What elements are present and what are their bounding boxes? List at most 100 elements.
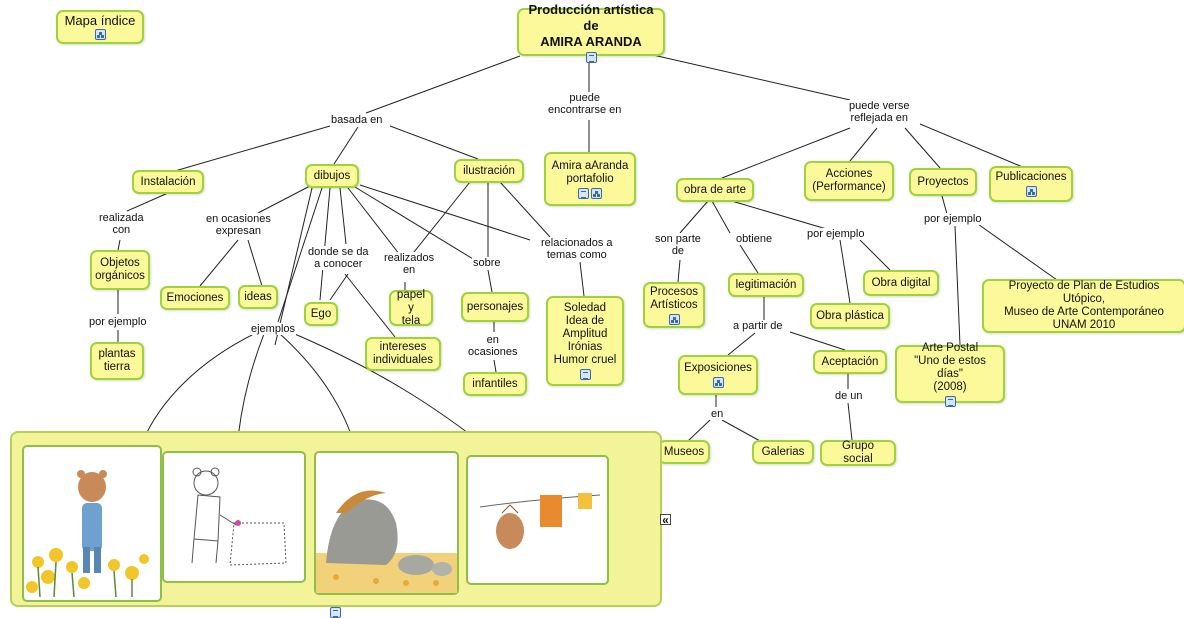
link-puede-verse-reflejada: puede verse reflejada en [848,100,911,124]
publicaciones-node[interactable]: Publicaciones [989,166,1073,202]
node-label: Grupo social [842,440,874,465]
grupo-social-node[interactable]: Grupo social [820,440,896,466]
arte-postal-node[interactable]: Arte Postal "Uno de estos días" (2008) [895,341,1005,407]
link-por-ejemplo-obra: por ejemplo [806,228,866,240]
concept-map-icon[interactable] [1025,186,1037,197]
papel-y-tela-node[interactable]: papel y tela [389,288,433,327]
acciones-node[interactable]: Acciones (Performance) [804,161,894,201]
node-label: Galerias [761,445,805,458]
node-label: Obra digital [871,276,931,289]
node-label: intereses individuales [372,341,434,366]
personajes-node[interactable]: personajes [461,292,529,322]
dibujos-node[interactable]: dibujos [305,164,359,188]
node-label: infantiles [472,377,518,390]
node-label: Acciones (Performance) [812,168,886,193]
node-label: ilustración [463,164,515,177]
node-label: Exposiciones [684,362,752,374]
ilustracion-node[interactable]: ilustración [454,159,524,183]
image-creature-rock[interactable] [314,451,459,595]
link-de-un: de un [834,390,864,402]
link-basada-en: basada en [330,114,384,126]
illustration-clothesline [479,493,601,549]
plantas-tierra-node[interactable]: plantas tierra [90,342,144,380]
document-icon[interactable] [944,395,956,407]
link-por-ejemplo-objetos: por ejemplo [88,316,148,328]
node-label: Proyectos [917,175,969,188]
obra-digital-node[interactable]: Obra digital [863,270,939,296]
ideas-node[interactable]: ideas [238,285,278,309]
image-examples-panel[interactable] [10,431,662,607]
illustration-bear-sketch [191,467,287,566]
node-label: personajes [466,300,524,313]
link-relacionados: relacionados a temas como [540,237,614,261]
aceptacion-node[interactable]: Aceptación [813,350,887,374]
node-label: Amira aAranda portafolio [551,159,629,185]
proyecto-plan-node[interactable]: Proyecto de Plan de Estudios Utópico, Mu… [982,279,1184,333]
link-por-ejemplo-proyectos: por ejemplo [923,213,983,225]
link-sobre: sobre [472,257,502,269]
emociones-node[interactable]: Emociones [160,286,230,310]
museos-node[interactable]: Museos [658,440,710,464]
node-label: Objetos orgánicos [95,257,145,282]
node-label: Publicaciones [995,171,1067,183]
illustration-rock-creature [316,490,457,593]
objetos-organicos-node[interactable]: Objetos orgánicos [90,250,150,290]
node-label: Aceptación [821,355,879,368]
root-node[interactable]: Producción artística de AMIRA ARANDA [517,2,665,63]
document-icon[interactable] [585,51,597,63]
legitimacion-node[interactable]: legitimación [728,273,804,297]
concept-map-icon[interactable] [668,313,680,325]
node-label: Obra plástica [816,309,884,322]
node-label: papel y tela [396,288,426,327]
node-label: obra de arte [683,183,746,196]
map-index-node[interactable]: Mapa índice [56,10,144,44]
document-icon[interactable] [330,607,341,618]
image-clothesline[interactable] [466,455,609,585]
link-son-parte-de: son parte de [654,233,702,257]
proyectos-node[interactable]: Proyectos [909,168,977,196]
portafolio-node[interactable]: Amira aAranda portafolio [544,152,636,206]
node-label: Proyecto de Plan de Estudios Utópico, Mu… [1004,280,1164,331]
node-label: Arte Postal "Uno de estos días" (2008) [914,341,986,393]
link-realizada-con: realizada con [98,212,145,236]
node-label: plantas tierra [98,348,136,373]
galerias-node[interactable]: Galerias [752,440,814,464]
node-label: legitimación [735,278,797,291]
link-puede-encontrarse: puede encontrarse en [547,92,623,116]
node-label: Mapa índice [64,13,136,28]
link-en-ocasiones-expresan: en ocasiones expresan [205,213,272,237]
node-label: Procesos Artísticos [650,285,698,311]
link-a-partir-de: a partir de [732,320,784,332]
document-icon[interactable] [579,369,591,380]
image-bear-sketch[interactable] [162,451,306,583]
node-label: Soledad Idea de Amplitud Irónias Humor c… [553,302,617,366]
concept-map-icon[interactable] [591,187,602,199]
obra-de-arte-node[interactable]: obra de arte [676,178,754,202]
link-en-ocasiones: en ocasiones [467,334,519,358]
node-label: Ego [310,307,332,320]
image-bear-flowers[interactable] [22,445,162,602]
node-label: Emociones [166,291,224,304]
node-label: dibujos [313,169,351,182]
infantiles-node[interactable]: infantiles [463,372,527,396]
node-label: Museos [663,445,705,458]
concept-map-icon[interactable] [712,377,724,388]
node-label: ideas [244,290,272,303]
intereses-individuales-node[interactable]: intereses individuales [365,337,441,371]
link-donde-se-da: donde se da a conocer [307,246,370,270]
link-en: en [710,408,725,420]
link-realizados-en: realizados en [383,252,436,276]
procesos-artisticos-node[interactable]: Procesos Artísticos [643,282,705,328]
obra-plastica-node[interactable]: Obra plástica [810,303,890,329]
ego-node[interactable]: Ego [304,302,338,326]
link-ejemplos: ejemplos [250,323,297,335]
instalacion-node[interactable]: Instalación [132,170,204,194]
collapse-panel-icon[interactable]: « [660,514,671,526]
soledad-node[interactable]: Soledad Idea de Amplitud Irónias Humor c… [546,296,624,386]
node-label: Producción artística de AMIRA ARANDA [528,1,654,49]
concept-map-icon[interactable] [94,29,106,40]
node-label: Instalación [140,175,196,188]
exposiciones-node[interactable]: Exposiciones [678,355,758,395]
document-icon[interactable] [578,187,589,199]
